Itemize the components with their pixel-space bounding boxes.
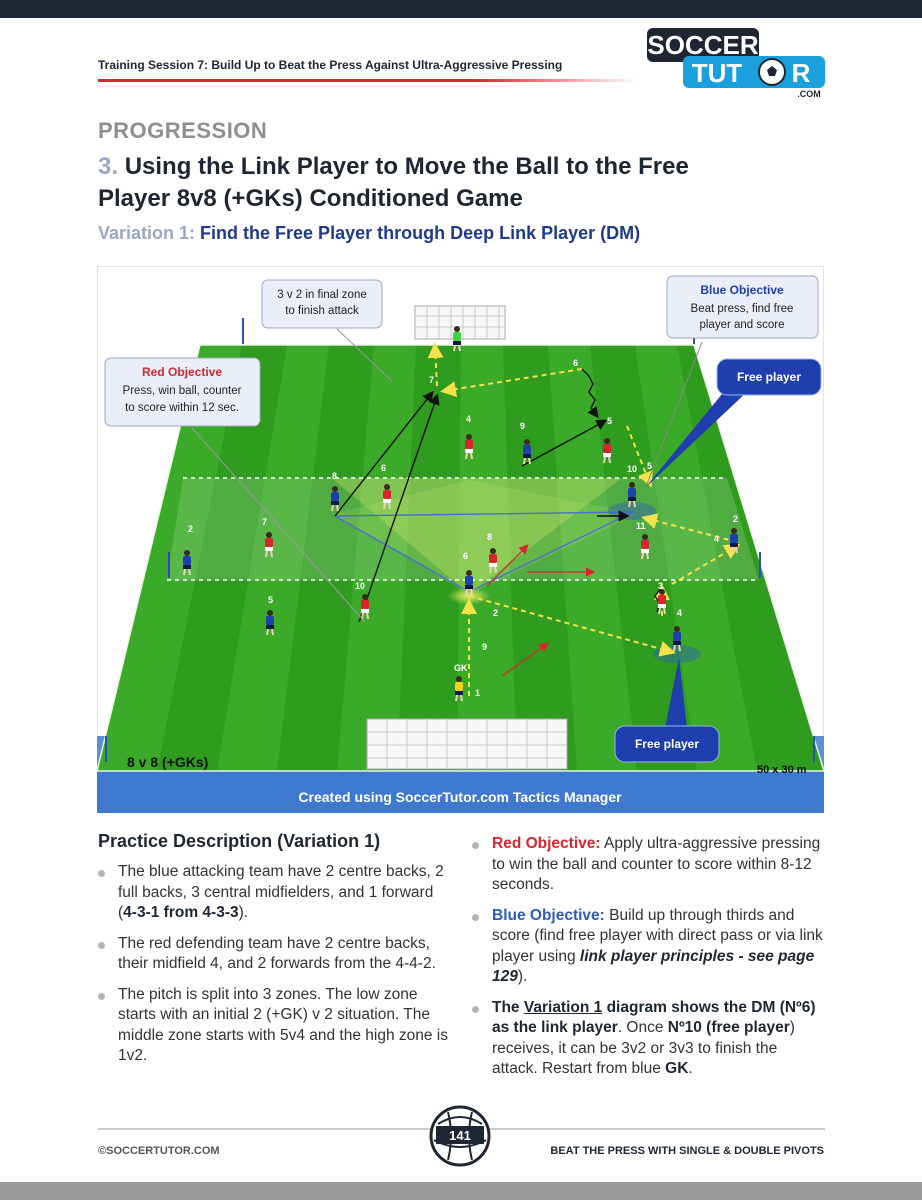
red-player [383,484,391,510]
svg-text:R: R [792,58,811,88]
free-player-label-bottom: Free player [614,658,720,763]
running-header: Training Session 7: Build Up to Beat the… [98,58,563,72]
free-player-highlight-top [608,502,656,520]
top-bar [0,0,922,18]
svg-text:1: 1 [475,688,480,698]
blue-player [465,570,473,596]
bottom-goal [366,718,568,770]
svg-text:to finish attack: to finish attack [285,305,359,317]
player-numbers: 7 6 4 9 5 6 8 10 5 2 7 8 6 11 2 4 10 5 2… [188,358,738,698]
svg-text:Press, win ball, counter: Press, win ball, counter [123,385,242,397]
svg-text:Red Objective: Red Objective [142,365,222,379]
svg-text:.COM: .COM [797,89,821,99]
svg-text:10: 10 [355,581,365,591]
free-player-highlight-bottom [653,645,701,663]
svg-text:2: 2 [188,524,193,534]
list-item: The blue attacking team have 2 centre ba… [98,862,448,924]
red-player [641,534,649,560]
svg-text:9: 9 [520,421,525,431]
variation-label: Variation 1: [98,223,196,243]
svg-text:4: 4 [714,534,719,544]
red-player [489,548,497,574]
red-player [603,438,611,464]
goalkeeper [455,676,463,702]
variation-heading: Variation 1: Find the Free Player throug… [98,223,640,244]
list-item: The red defending team have 2 centre bac… [98,934,448,975]
description-left-column: The blue attacking team have 2 centre ba… [98,862,448,1077]
players [183,326,738,702]
svg-text:Free player: Free player [737,370,801,384]
blue-player [673,626,681,652]
footer-copyright: ©SOCCERTUTOR.COM [98,1145,220,1157]
variation-text: Find the Free Player through Deep Link P… [200,223,641,243]
press-lines [486,544,596,677]
blue-player [183,550,191,576]
callout-final-zone: 3 v 2 in final zone to finish attack [261,279,393,382]
svg-text:3: 3 [658,581,663,591]
blue-player [266,610,274,636]
title-line-2: Player 8v8 (+GKs) Conditioned Game [98,185,523,212]
svg-text:4: 4 [677,608,682,618]
game-format-label: 8 v 8 (+GKs) [127,754,208,770]
list-item: Red Objective: Apply ultra-aggressive pr… [472,834,827,896]
svg-text:8: 8 [332,471,337,481]
callout-red-objective: Red Objective Press, win ball, counter t… [104,357,366,623]
svg-text:GK: GK [454,663,468,673]
page-number-ball-icon: 141 [429,1105,491,1167]
red-player [361,594,369,620]
svg-text:Free player: Free player [635,737,699,751]
list-item: Blue Objective: Build up through thirds … [472,906,827,988]
tactics-diagram: 7 6 4 9 5 6 8 10 5 2 7 8 6 11 2 4 10 5 2… [97,266,824,813]
svg-text:6: 6 [573,358,578,368]
svg-text:10: 10 [627,464,637,474]
svg-text:8: 8 [487,532,492,542]
description-right-column: Red Objective: Apply ultra-aggressive pr… [472,834,827,1090]
svg-text:player and score: player and score [699,319,784,331]
svg-text:Blue Objective: Blue Objective [700,283,784,297]
run-lines [334,368,662,623]
red-player [265,532,273,558]
free-player-label-top: Free player [645,358,822,488]
svg-text:7: 7 [429,375,434,385]
svg-text:SOCCER: SOCCER [647,30,758,60]
bottom-bar [0,1182,922,1200]
page-title: 3. Using the Link Player to Move the Bal… [98,151,818,215]
blue-player [730,528,738,554]
svg-text:5: 5 [647,461,652,471]
callout-blue-objective: Blue Objective Beat press, find free pla… [646,275,819,485]
red-player [658,589,666,615]
svg-text:11: 11 [636,521,646,531]
list-item: The pitch is split into 3 zones. The low… [98,985,448,1067]
title-line-1: Using the Link Player to Move the Ball t… [124,153,689,180]
tactics-manager-credit: Created using SoccerTutor.com Tactics Ma… [298,789,622,805]
svg-text:Beat press, find free: Beat press, find free [691,303,794,315]
red-player [465,434,473,460]
link-player-triangle [334,511,634,593]
footer-book-title: BEAT THE PRESS WITH SINGLE & DOUBLE PIVO… [550,1145,824,1157]
svg-text:2: 2 [493,608,498,618]
blue-player [523,439,531,465]
title-number: 3. [98,153,119,180]
svg-text:5: 5 [607,416,612,426]
svg-text:TUT: TUT [692,58,743,88]
svg-text:6: 6 [381,463,386,473]
blue-player [628,482,636,508]
list-item: The Variation 1 diagram shows the DM (Nº… [472,998,827,1080]
svg-text:4: 4 [466,414,471,424]
svg-text:9: 9 [482,642,487,652]
svg-text:2: 2 [733,514,738,524]
svg-text:to score within 12 sec.: to score within 12 sec. [125,402,239,414]
practice-description-title: Practice Description (Variation 1) [98,831,381,851]
svg-text:141: 141 [449,1128,471,1143]
svg-text:5: 5 [268,595,273,605]
blue-player [331,486,339,512]
svg-text:3 v 2 in final zone: 3 v 2 in final zone [277,289,367,301]
goalkeeper [453,326,461,352]
progression-label: PROGRESSION [98,118,268,143]
svg-text:6: 6 [463,551,468,561]
svg-text:7: 7 [262,517,267,527]
soccer-tutor-logo: SOCCER TUT R .COM [647,28,825,99]
header-rule [98,79,638,82]
pitch-size-label: 50 x 30 m [757,764,807,776]
